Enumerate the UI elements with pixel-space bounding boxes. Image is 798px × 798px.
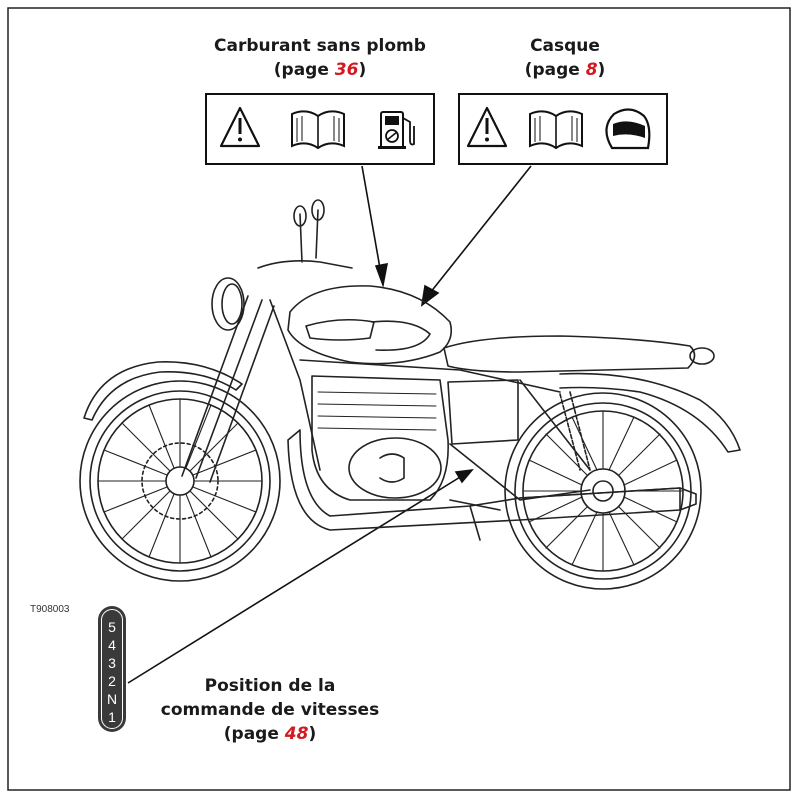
fuel-tank	[287, 285, 453, 365]
manual-book-icon	[529, 110, 583, 150]
warning-icon	[219, 106, 261, 148]
gear-position: 1	[108, 709, 116, 725]
gear-position: 3	[108, 655, 116, 671]
fuel-caption-title: Carburant sans plomb	[214, 36, 426, 56]
helmet-page-link[interactable]: 8	[585, 60, 598, 80]
helmet-caption: Casque (page 8)	[490, 34, 640, 82]
front-forks	[181, 295, 275, 483]
warning-icon	[466, 106, 508, 148]
gear-caption-line1: Position de la	[204, 676, 336, 696]
fuel-warning-label	[205, 93, 435, 165]
handlebar	[257, 209, 353, 269]
frame-tubes	[269, 299, 591, 501]
outer-border	[7, 7, 791, 791]
side-cover	[447, 379, 519, 445]
rear-wheel	[504, 392, 702, 590]
front-wheel	[79, 380, 281, 582]
mirror-left	[293, 205, 307, 227]
seat	[443, 335, 696, 373]
rear-fender	[559, 372, 741, 453]
manual-book-icon	[291, 110, 345, 150]
helmet-caption-title: Casque	[530, 36, 600, 56]
gear-position-list: 5 4 3 2 N 1	[98, 618, 126, 726]
front-fender	[83, 361, 243, 421]
engine	[311, 375, 449, 501]
engine-cover	[348, 437, 442, 499]
fuel-pump-icon	[378, 111, 415, 149]
mirror-right	[311, 199, 325, 221]
gear-position: N	[106, 691, 118, 707]
gear-position: 4	[108, 637, 116, 653]
headlight	[211, 277, 245, 331]
fuel-page-link[interactable]: 36	[334, 60, 359, 80]
gear-caption: Position de la commande de vitesses (pag…	[150, 674, 390, 746]
gear-position: 5	[108, 619, 116, 635]
rear-turn-signal	[689, 347, 715, 365]
leader-lines	[127, 165, 532, 684]
gear-page-link[interactable]: 48	[284, 724, 309, 744]
figure-code: T908003	[30, 604, 70, 615]
motorcycle-drawing	[79, 199, 741, 590]
helmet-icon	[605, 108, 651, 150]
gear-position: 2	[108, 673, 116, 689]
helmet-caption-page: (page 8)	[524, 60, 606, 80]
gear-caption-page: (page 48)	[223, 724, 317, 744]
helmet-warning-label	[458, 93, 668, 165]
fuel-caption: Carburant sans plomb (page 36)	[195, 34, 445, 82]
gear-caption-line2: commande de vitesses	[160, 700, 380, 720]
rear-shock	[559, 391, 591, 471]
fuel-caption-page: (page 36)	[273, 60, 367, 80]
gear-position-indicator: 5 4 3 2 N 1	[98, 606, 126, 732]
